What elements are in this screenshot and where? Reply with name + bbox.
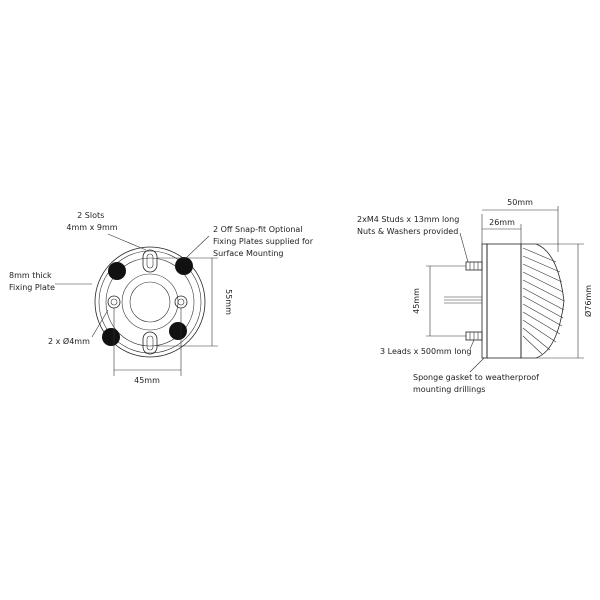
housing-body <box>486 243 522 359</box>
leads-label: 3 Leads x 500mm long <box>380 347 472 356</box>
dim-width-label: 45mm <box>134 376 160 385</box>
gasket-label: Sponge gasket to weatherproof mounting d… <box>413 373 541 394</box>
stud-bottom <box>465 331 483 341</box>
dim-diameter-label: Ø76mm <box>583 285 593 317</box>
snapfit-pad-top-right <box>175 257 193 275</box>
hole-left <box>107 295 121 309</box>
slots-label: 2 Slots 4mm x 9mm <box>66 211 117 232</box>
slot-top <box>142 249 158 273</box>
dim-body-length-label: 26mm <box>489 218 515 227</box>
plate-label: 8mm thick Fixing Plate <box>9 271 55 292</box>
centre-boss-outer <box>121 273 179 331</box>
side-view: 50mm 26mm 2xM4 Studs x 13mm long Nuts & … <box>357 198 593 394</box>
snapfit-label: 2 Off Snap-fit Optional Fixing Plates su… <box>213 225 316 258</box>
dim-stud-spacing-label: 45mm <box>412 288 421 314</box>
snapfit-pad-top-left <box>108 262 126 280</box>
lens-ribs <box>522 247 565 355</box>
bezel-inner <box>105 257 195 347</box>
leads <box>444 296 482 304</box>
snapfit-pad-bottom-right <box>169 322 187 340</box>
holes-label: 2 x Ø4mm <box>48 336 90 346</box>
studs-label: 2xM4 Studs x 13mm long Nuts & Washers pr… <box>357 215 462 236</box>
dim-height-label: 55mm <box>224 289 233 315</box>
dim-overall-length-label: 50mm <box>507 198 533 207</box>
fixing-plate-outline <box>94 246 206 358</box>
housing-outline <box>98 250 202 354</box>
snapfit-pad-bottom-left <box>102 328 120 346</box>
lens-dome <box>520 243 565 359</box>
stud-top <box>465 261 483 271</box>
mounting-flange <box>481 243 488 359</box>
slot-bottom <box>142 331 158 355</box>
front-view: 2 Slots 4mm x 9mm 2 Off Snap-fit Optiona… <box>9 211 316 385</box>
centre-boss-inner <box>129 281 171 323</box>
hole-right <box>174 295 188 309</box>
